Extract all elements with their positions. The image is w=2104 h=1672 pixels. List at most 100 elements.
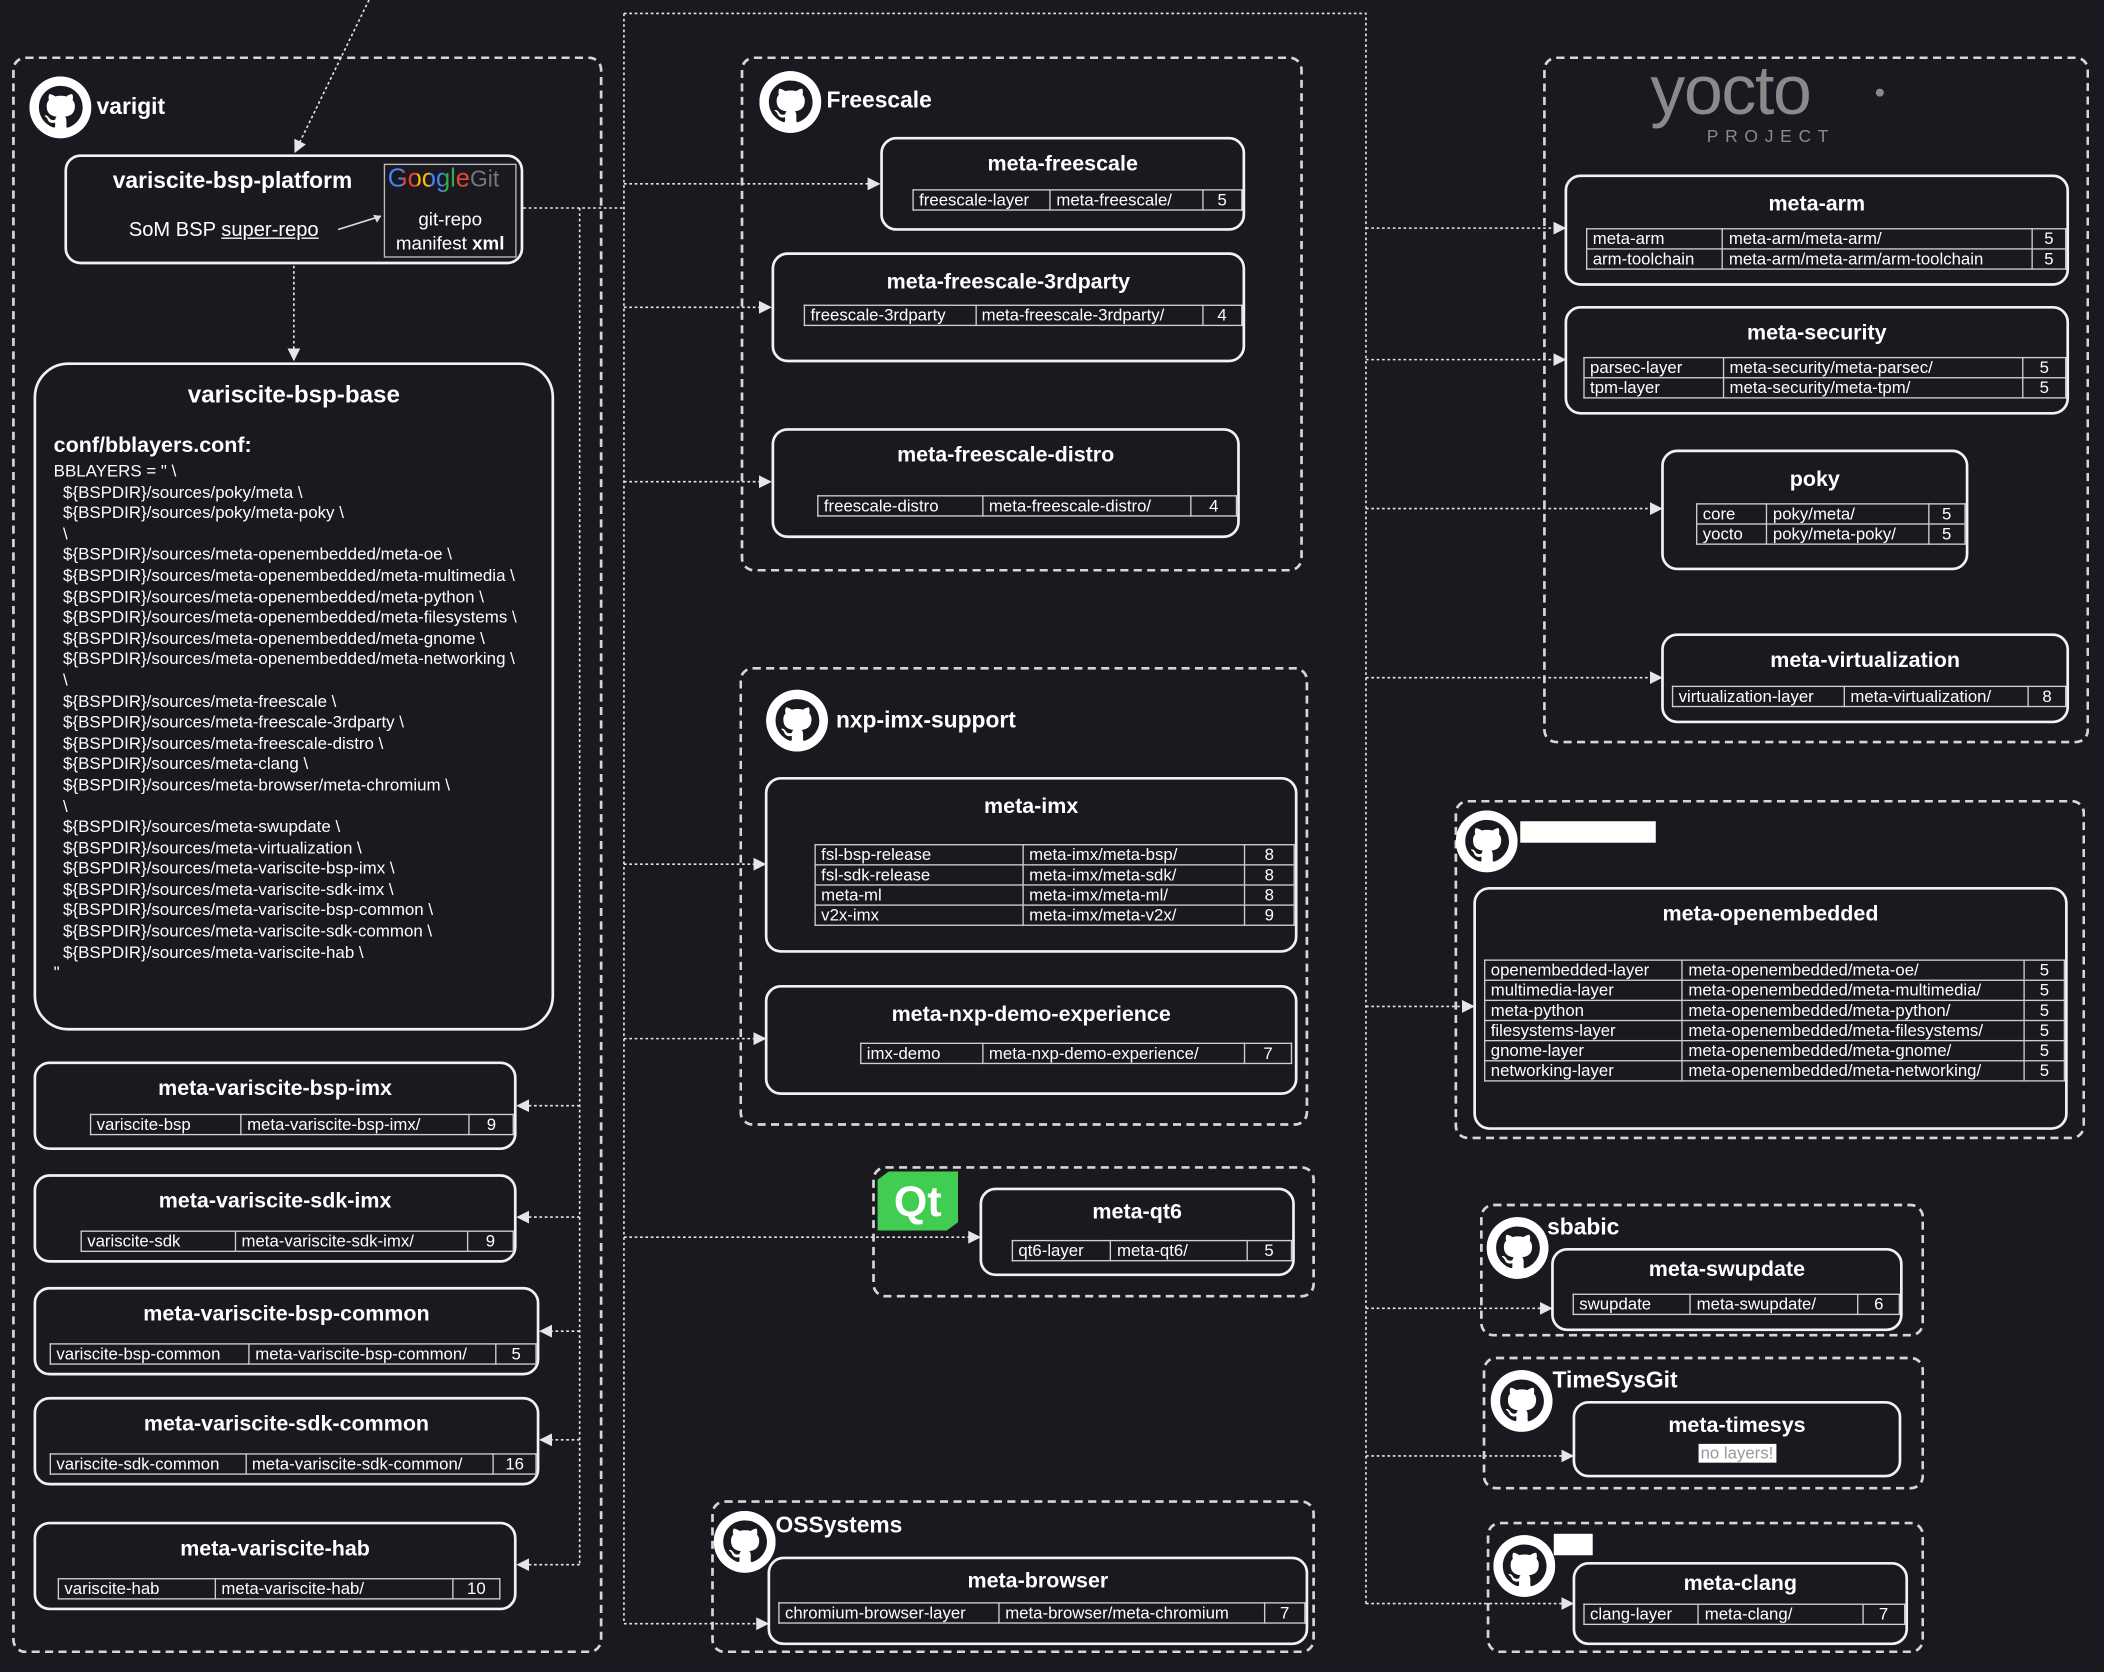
layer-name: swupdate bbox=[1572, 1293, 1692, 1316]
layer-name: filesystems-layer bbox=[1484, 1019, 1684, 1042]
conf-line: ${BSPDIR}/sources/meta-variscite-sdk-imx… bbox=[53, 880, 394, 899]
layer-path: meta-variscite-hab/ bbox=[214, 1578, 454, 1600]
layer-priority: 9 bbox=[468, 1113, 514, 1136]
layer-priority: 10 bbox=[452, 1578, 501, 1600]
super-repo-link[interactable]: super-repo bbox=[221, 218, 319, 242]
github-icon bbox=[29, 76, 92, 139]
layer-name: variscite-bsp bbox=[89, 1113, 242, 1136]
layer-name: fsl-bsp-release bbox=[814, 844, 1024, 866]
layer-name: meta-arm bbox=[1586, 228, 1724, 250]
manifest-line2: manifest xml bbox=[395, 232, 505, 254]
layer-priority: 5 bbox=[2023, 1019, 2066, 1042]
repo-title: meta-freescale bbox=[987, 152, 1138, 176]
repo-title: meta-variscite-bsp-imx bbox=[158, 1077, 392, 1101]
org-name-llvm: llvm bbox=[1553, 1533, 1593, 1556]
manifest-box: GoogleGit git-repo manifest xml bbox=[383, 163, 517, 258]
layer-path: meta-openembedded/meta-oe/ bbox=[1681, 959, 2026, 981]
layer-path: meta-variscite-bsp-common/ bbox=[248, 1343, 497, 1365]
layer-priority: 5 bbox=[1927, 503, 1966, 525]
github-icon bbox=[1486, 1217, 1549, 1279]
layer-path: meta-arm/meta-arm/arm-toolchain bbox=[1722, 248, 2033, 270]
repo-title: meta-openembedded bbox=[1662, 903, 1879, 926]
layer-path: meta-imx/meta-bsp/ bbox=[1022, 844, 1246, 866]
layer-name: variscite-sdk-common bbox=[49, 1453, 247, 1475]
group-sbabic bbox=[1480, 1203, 1925, 1337]
layer-priority: 8 bbox=[1243, 884, 1295, 906]
platform-box: variscite-bsp-platform SoM BSP super-rep… bbox=[64, 154, 524, 265]
group-ossystems bbox=[711, 1500, 1315, 1654]
layer-path: meta-imx/meta-sdk/ bbox=[1022, 864, 1246, 886]
layer-priority: 5 bbox=[2023, 1060, 2066, 1082]
repo-title: poky bbox=[1789, 468, 1840, 492]
layer-name: meta-python bbox=[1484, 999, 1684, 1022]
github-icon bbox=[759, 71, 822, 133]
layer-priority: 8 bbox=[1243, 844, 1295, 866]
org-name-nxp: nxp-imx-support bbox=[835, 707, 1016, 733]
layer-priority: 5 bbox=[2022, 377, 2067, 399]
bsp-base-box: variscite-bsp-base conf/bblayers.conf: B… bbox=[33, 362, 555, 1031]
arrow-to-manifest bbox=[337, 214, 382, 231]
layer-name: chromium-browser-layer bbox=[778, 1602, 1000, 1624]
conf-line: ${BSPDIR}/sources/meta-openembedded/meta… bbox=[53, 608, 517, 627]
layer-name: fsl-sdk-release bbox=[814, 864, 1024, 886]
github-icon bbox=[713, 1510, 776, 1573]
conf-line: \ bbox=[53, 670, 68, 690]
layer-name: freescale-layer bbox=[912, 189, 1051, 211]
conf-line: ${BSPDIR}/sources/meta-swupdate \ bbox=[53, 817, 341, 837]
repo-title: meta-virtualization bbox=[1770, 649, 1960, 673]
layer-name: meta-ml bbox=[814, 884, 1024, 906]
repo-title: meta-imx bbox=[984, 795, 1079, 819]
layer-priority: 8 bbox=[1243, 864, 1295, 886]
repo-title: meta-qt6 bbox=[1092, 1201, 1182, 1224]
platform-title: variscite-bsp-platform bbox=[112, 167, 353, 194]
layer-path: meta-variscite-sdk-common/ bbox=[245, 1453, 494, 1475]
conf-line: ${BSPDIR}/sources/meta-variscite-bsp-com… bbox=[53, 901, 434, 920]
layer-priority: 16 bbox=[492, 1453, 537, 1475]
conf-line: ${BSPDIR}/sources/meta-openembedded/meta… bbox=[53, 545, 452, 565]
layer-name: multimedia-layer bbox=[1484, 979, 1684, 1002]
layer-path: meta-openembedded/meta-networking/ bbox=[1681, 1060, 2026, 1082]
org-name-timesys: TimeSysGit bbox=[1552, 1367, 1678, 1393]
repo-title: meta-arm bbox=[1768, 193, 1866, 217]
layer-path: meta-security/meta-parsec/ bbox=[1722, 356, 2024, 379]
conf-line: ${BSPDIR}/sources/meta-variscite-bsp-imx… bbox=[53, 859, 395, 878]
layer-path: meta-freescale-distro/ bbox=[982, 495, 1192, 517]
layer-priority: 4 bbox=[1190, 495, 1238, 517]
repo-title: meta-browser bbox=[967, 1570, 1109, 1593]
layer-priority: 5 bbox=[1927, 523, 1966, 545]
layer-name: clang-layer bbox=[1583, 1603, 1700, 1626]
org-name-openembedded: openembedded bbox=[1520, 821, 1657, 843]
layer-path: meta-security/meta-tpm/ bbox=[1722, 377, 2024, 399]
layer-priority: 9 bbox=[1243, 904, 1295, 926]
no-layers-note: no layers! bbox=[1697, 1443, 1777, 1463]
layer-name: tpm-layer bbox=[1583, 377, 1725, 399]
layer-priority: 7 bbox=[1263, 1602, 1306, 1624]
layer-name: gnome-layer bbox=[1484, 1039, 1684, 1062]
